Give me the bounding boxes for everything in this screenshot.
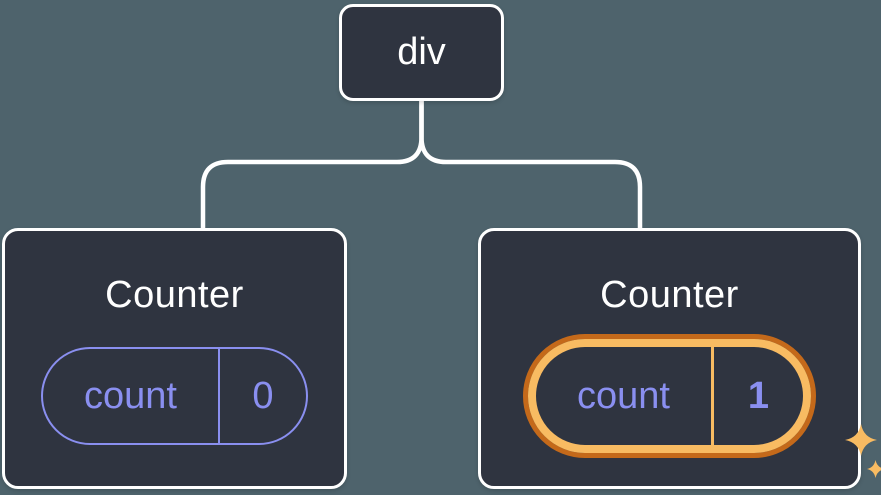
counter-card-right: Counter count 1 — [478, 228, 881, 489]
connector-branch-right — [419, 98, 643, 231]
state-value: 0 — [218, 349, 306, 443]
highlight-ring-inner: count 1 — [528, 339, 811, 453]
root-node-label: div — [397, 31, 446, 73]
state-pill-area: count 1 — [523, 334, 881, 478]
component-title: Counter — [105, 274, 244, 316]
state-pill: count 0 — [41, 347, 308, 445]
state-value: 1 — [711, 347, 803, 445]
component-title: Counter — [600, 274, 739, 316]
state-key-label: count — [84, 374, 177, 417]
state-pill-area: count 0 — [41, 334, 308, 458]
root-node: div — [339, 4, 504, 101]
counter-card-left: Counter count 0 — [2, 228, 347, 489]
highlight-ring-outer: count 1 — [523, 334, 816, 458]
sparkle-icon — [845, 424, 881, 478]
sparkle-large — [845, 424, 877, 456]
connector-branch-left — [200, 98, 424, 231]
state-key-label: count — [577, 374, 670, 417]
state-pill-highlighted: count 1 — [536, 347, 803, 445]
sparkle-small — [867, 460, 881, 478]
